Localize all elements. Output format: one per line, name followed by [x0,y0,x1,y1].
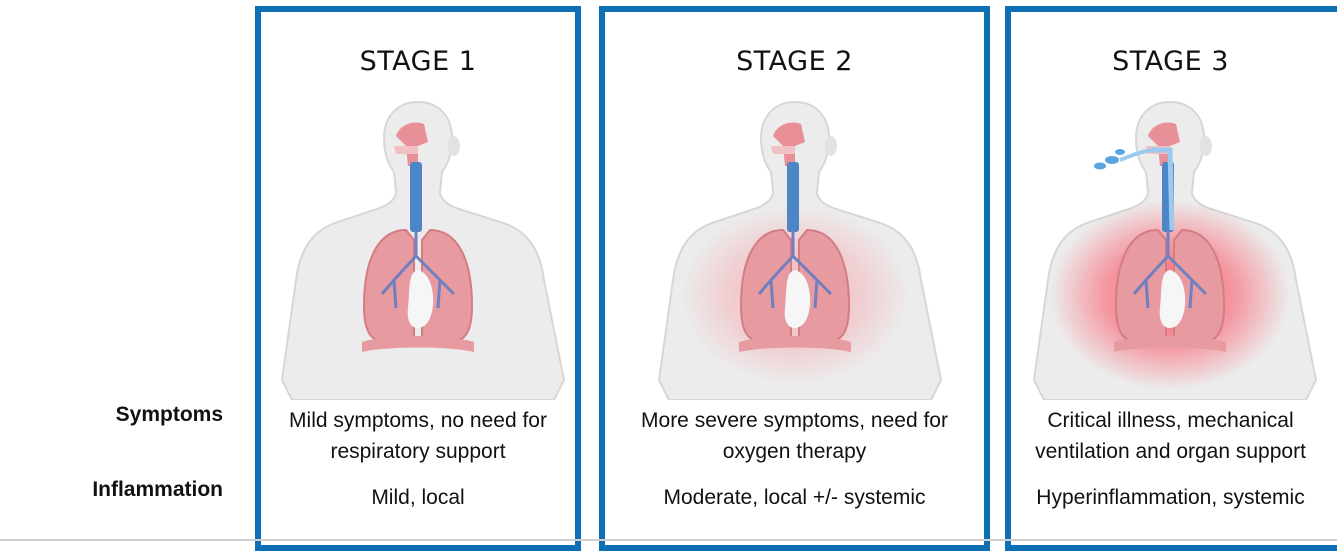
stage-1-inflammation: Mild, local [261,486,575,510]
stage-3-inflammation: Hyperinflammation, systemic [1011,486,1330,510]
symptoms-row-label: Symptoms [116,403,223,427]
stage-1-symptoms: Mild symptoms, no need for respiratory s… [261,405,575,467]
respiratory-system-illustration [268,80,568,400]
inflammation-row-label: Inflammation [92,478,223,502]
stage-2-inflammation: Moderate, local +/- systemic [605,486,984,510]
respiratory-system-illustration [1020,80,1320,400]
stage-3-panel: STAGE 3 Critical illness, mechanical ven… [1005,6,1337,551]
stage-title: STAGE 2 [605,46,984,77]
stage-3-symptoms: Critical illness, mechanical ventilation… [1011,405,1330,467]
respiratory-system-illustration [645,80,945,400]
stage-title: STAGE 3 [1011,46,1330,77]
stage-2-panel: STAGE 2 More severe symptoms, need for o… [599,6,990,551]
stage-1-panel: STAGE 1 Mild symptoms, no need for respi… [255,6,581,551]
stage-2-symptoms: More severe symptoms, need for oxygen th… [605,405,984,467]
stage-title: STAGE 1 [261,46,575,77]
